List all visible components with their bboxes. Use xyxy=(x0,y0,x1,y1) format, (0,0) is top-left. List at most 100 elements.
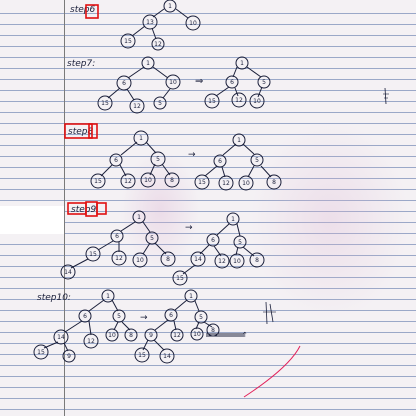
margin-line xyxy=(64,0,65,416)
node-value: 14 xyxy=(194,256,202,263)
tree-node xyxy=(101,289,115,303)
step10-tree: 1 6 5 14 12 10 8 15 9 xyxy=(33,289,138,363)
tree-node xyxy=(160,251,176,267)
step8-label: step8 xyxy=(68,127,93,137)
tree-node xyxy=(83,333,99,349)
node-value: 12 xyxy=(87,338,95,345)
tree-node xyxy=(225,75,239,89)
tree-node xyxy=(235,56,249,70)
node-value: 15 xyxy=(208,98,216,105)
node-value: 10 xyxy=(233,258,241,265)
tree-node xyxy=(231,92,247,108)
step7-result-tree: 1 6 5 15 12 10 xyxy=(204,56,271,109)
step10-edges xyxy=(43,299,244,352)
node-value: 5 xyxy=(199,314,203,321)
tree-node xyxy=(132,252,148,268)
node-value: 12 xyxy=(173,332,181,339)
tree-node xyxy=(190,327,204,341)
node-value: 10 xyxy=(169,79,177,86)
node-value: 6 xyxy=(83,313,87,320)
tree-node xyxy=(150,151,166,167)
tree-node xyxy=(229,253,245,269)
node-value: 10 xyxy=(242,180,250,187)
transform-arrow: → xyxy=(188,150,196,160)
tree-node xyxy=(184,289,198,303)
node-value: 12 xyxy=(124,178,132,185)
node-value: 8 xyxy=(255,257,259,264)
tree-node xyxy=(250,153,264,167)
step9-result-tree: 1 6 5 14 12 10 8 15 xyxy=(172,212,265,286)
step9-block: step9 → 1 6 5 15 xyxy=(60,201,265,286)
node-value: 10 xyxy=(144,177,152,184)
tree-node xyxy=(62,349,76,363)
node-value: 1 xyxy=(168,3,172,10)
node-value: 10 xyxy=(193,331,201,338)
node-value: 6 xyxy=(211,237,215,244)
tree-node xyxy=(153,96,167,110)
node-value: 1 xyxy=(139,135,143,142)
step8-edges xyxy=(100,141,272,178)
node-value: 10 xyxy=(108,332,116,339)
tree-node xyxy=(145,231,159,245)
node-value: 10 xyxy=(189,20,197,27)
tree-node xyxy=(140,172,156,188)
tree-node xyxy=(238,175,254,191)
node-value: 13 xyxy=(146,19,154,26)
node-value: 15 xyxy=(94,178,102,185)
node-value: 15 xyxy=(176,275,184,282)
tree-node xyxy=(134,347,150,363)
tree-node xyxy=(124,328,138,342)
tree-node xyxy=(85,246,101,262)
tree-node xyxy=(90,173,106,189)
step7-edges xyxy=(107,66,263,101)
tree-node xyxy=(163,0,177,13)
node-value: 5 xyxy=(156,156,160,163)
step7-tree: 1 6 10 15 12 5 xyxy=(97,56,181,114)
tree-node xyxy=(116,75,132,91)
node-value: 1 xyxy=(106,293,110,300)
node-value: 12 xyxy=(115,255,123,262)
tree-node xyxy=(233,235,247,249)
step7-block: step7: ⇒ 1 6 10 15 12 5 xyxy=(67,56,271,114)
node-value: 8 xyxy=(211,327,215,334)
node-value: 15 xyxy=(198,179,206,186)
step6-block: step6 1 13 10 15 12 xyxy=(70,0,201,51)
node-value: 9 xyxy=(67,353,71,360)
node-value: 14 xyxy=(163,353,171,360)
step10-block: step10: → ↑ 1 6 xyxy=(33,289,248,364)
node-value: 1 xyxy=(237,137,241,144)
node-value: 6 xyxy=(115,233,119,240)
paper-smudge xyxy=(0,206,64,234)
step6-tree: 1 13 10 15 12 xyxy=(120,0,201,51)
step6-label: step6 xyxy=(70,5,95,15)
step9-label: step9 xyxy=(71,205,96,215)
step9-redaction-box-3 xyxy=(96,202,107,215)
node-value: 8 xyxy=(170,177,174,184)
right-margin-marks xyxy=(263,87,389,325)
node-value: 12 xyxy=(222,180,230,187)
tree-node xyxy=(266,174,282,190)
node-value: 5 xyxy=(238,239,242,246)
tree-node xyxy=(53,329,69,345)
tree-node xyxy=(78,309,92,323)
tree-node xyxy=(194,174,210,190)
step10-result-tree: 1 6 5 9 12 10 8 15 14 xyxy=(134,289,220,364)
tree-node xyxy=(164,172,180,188)
tree-node xyxy=(110,229,124,243)
node-value: 5 xyxy=(117,313,121,320)
tree-node xyxy=(142,14,158,30)
node-value: 5 xyxy=(255,157,259,164)
node-value: 12 xyxy=(218,258,226,265)
node-value: 1 xyxy=(146,60,150,67)
step8-redaction-box xyxy=(64,123,93,139)
node-value: 15 xyxy=(124,38,132,45)
node-value: 14 xyxy=(57,334,65,341)
node-value: 6 xyxy=(218,158,222,165)
node-value: 6 xyxy=(122,80,126,87)
tree-node xyxy=(105,328,119,342)
transform-arrow: ⇒ xyxy=(195,76,203,87)
node-value: 5 xyxy=(158,100,162,107)
tree-node xyxy=(33,344,49,360)
node-value: 6 xyxy=(169,312,173,319)
